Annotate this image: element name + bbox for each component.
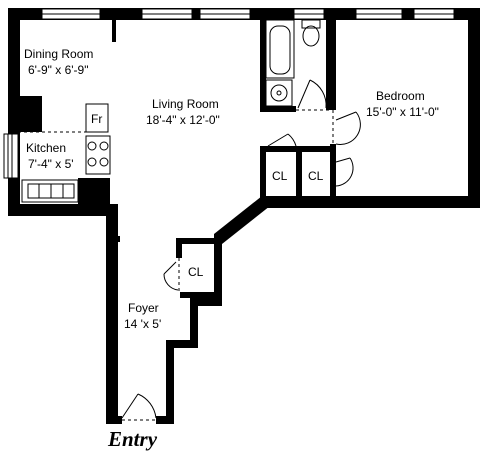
kitchen-side-window [3,133,19,179]
toilet-bowl [302,25,320,47]
dining-stub-wall [112,18,116,42]
doors [18,79,361,421]
dining-room-name: Dining Room [24,47,93,61]
bathtub [265,19,295,79]
bath-left-wall [260,18,266,112]
bath-sink [265,79,293,107]
refrigerator [85,103,109,133]
kitchen-name: Kitchen [26,141,66,155]
foyer-bottom-wall-left [106,416,122,424]
stove [85,135,111,175]
bedroom-size: 15'-0" x 11'-0" [366,105,439,119]
foyer-left-wall [106,206,118,424]
closet-divider [296,146,302,198]
dining-room-size: 6'-9" x 6'-9" [28,63,88,77]
fixtures: Fr [21,19,321,203]
toilet-tank [301,19,321,29]
diagonal-wall [214,196,270,244]
foyer-closet-top [176,238,216,244]
bedroom-left-wall-upper [330,18,336,110]
closet-label-3: CL [188,265,204,279]
room-labels: Dining Room 6'-9" x 6'-9" Living Room 18… [24,47,439,451]
foyer-jog-1 [190,298,222,306]
living-room-size: 18'-4" x 12'-0" [146,113,220,127]
foyer-stub [116,236,120,242]
foyer-jog-2 [166,340,198,348]
chimney-block [18,96,42,132]
closet-label-1: CL [272,169,288,183]
closet-top-wall-2 [298,146,336,152]
closet-label-2: CL [308,169,324,183]
fridge-label: Fr [91,112,102,126]
entry-label: Entry [107,427,158,451]
kitchen-size: 7'-4" x 5' [28,157,74,171]
kitchen-counter-wall [78,178,110,210]
foyer-closet-bottom [180,292,216,298]
foyer-right-wall-mid [190,298,198,348]
bath-right-wall [326,18,332,110]
foyer-name: Foyer [128,301,159,315]
foyer-bottom-wall-right [156,416,174,424]
windows [3,8,455,179]
bath-bottom-wall [260,106,296,112]
closet-left-wall [260,146,266,200]
foyer-right-wall-lower [166,340,174,424]
foyer-size: 14 'x 5' [124,317,161,331]
kitchen-counter [21,179,79,203]
foyer-closet-left [176,238,182,258]
bedroom-name: Bedroom [376,89,425,103]
foyer-right-wall-upper [214,234,222,306]
living-room-name: Living Room [152,97,219,111]
closet-top-wall-1 [260,146,298,152]
right-wall [468,8,480,208]
bottom-right-wall [262,196,480,208]
